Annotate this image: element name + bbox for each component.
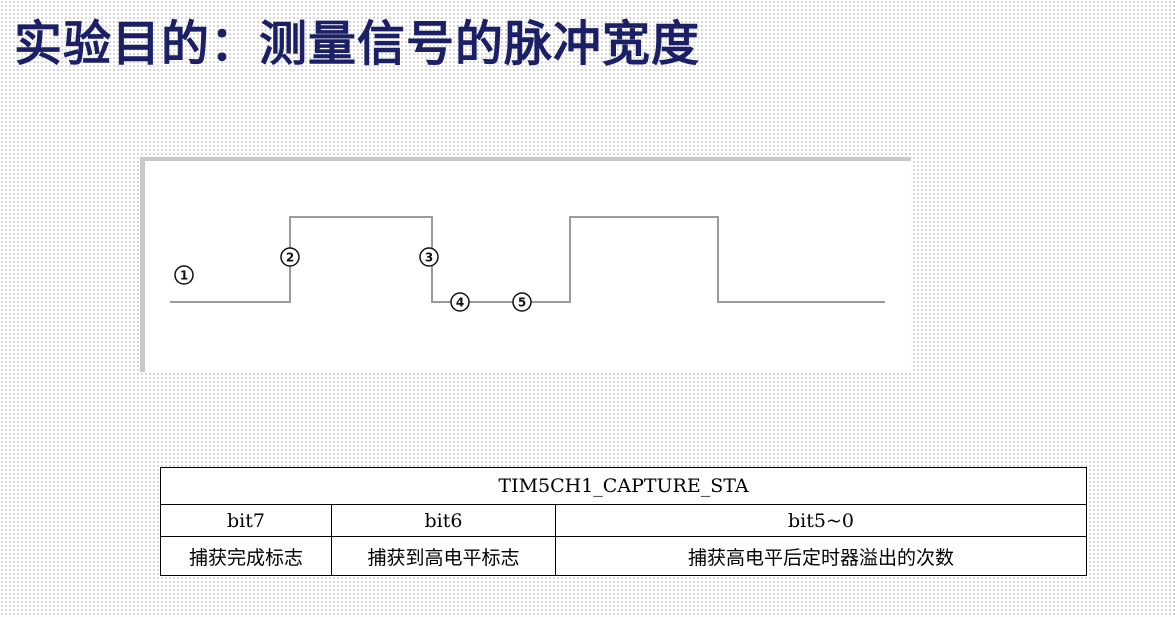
bit-field-label: bit7 [160, 504, 332, 537]
marker-4-circle [450, 292, 470, 312]
pulse-waveform-diagram: 1 2 3 4 5 [170, 216, 885, 312]
bit-field-description: 捕获高电平后定时器溢出的次数 [555, 536, 1087, 576]
marker-3: 3 [419, 247, 439, 267]
marker-1: 1 [174, 265, 194, 285]
marker-4-label: 4 [456, 296, 464, 310]
register-name: TIM5CH1_CAPTURE_STA [160, 467, 1087, 505]
clipped-caption [160, 452, 780, 464]
bit-field-label: bit5~0 [555, 504, 1087, 537]
register-table: TIM5CH1_CAPTURE_STA bit7 bit6 bit5~0 捕获完… [160, 467, 1087, 576]
register-bits-row: bit7 bit6 bit5~0 [160, 504, 1087, 537]
marker-3-circle [419, 247, 439, 267]
waveform-panel: 1 2 3 4 5 [140, 157, 911, 372]
bit-field-label: bit6 [331, 504, 556, 537]
bit-field-description: 捕获到高电平标志 [331, 536, 556, 576]
marker-3-label: 3 [425, 251, 433, 265]
marker-5-circle [512, 292, 532, 312]
marker-2-circle [280, 247, 300, 267]
marker-2-label: 2 [286, 251, 294, 265]
pulse-signal-line [170, 216, 885, 303]
slide-title: 实验目的：测量信号的脉冲宽度 [14, 16, 701, 72]
bit-field-description: 捕获完成标志 [160, 536, 332, 576]
register-table-title-row: TIM5CH1_CAPTURE_STA [160, 467, 1087, 505]
marker-4: 4 [450, 292, 470, 312]
marker-5-label: 5 [518, 296, 526, 310]
register-description-row: 捕获完成标志 捕获到高电平标志 捕获高电平后定时器溢出的次数 [160, 536, 1087, 576]
marker-5: 5 [512, 292, 532, 312]
marker-1-label: 1 [180, 269, 188, 283]
marker-2: 2 [280, 247, 300, 267]
marker-1-circle [174, 265, 194, 285]
